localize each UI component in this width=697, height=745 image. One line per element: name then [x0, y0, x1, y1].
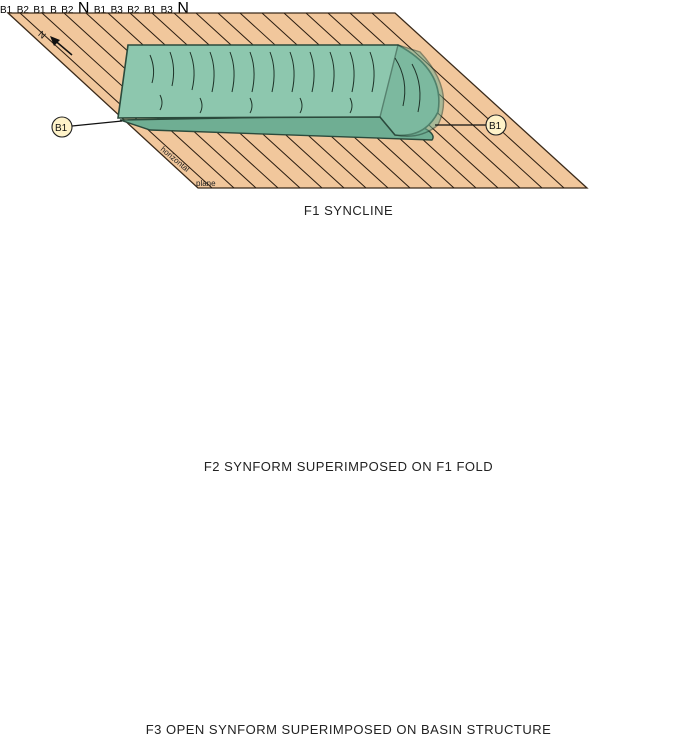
- marker-b1-left: B1: [52, 117, 72, 137]
- caption-f2-synform: F2 SYNFORM SUPERIMPOSED ON F1 FOLD: [0, 459, 697, 474]
- syncline-fold: [118, 45, 444, 140]
- marker-b1-right: B1: [486, 115, 506, 135]
- svg-text:B1: B1: [489, 121, 502, 132]
- panel-1-f1-syncline: B1 B1 N horizontal plane: [8, 13, 587, 188]
- plane-label: plane: [196, 179, 216, 188]
- caption-f1-syncline: F1 SYNCLINE: [0, 203, 697, 218]
- caption-f3-open-synform: F3 OPEN SYNFORM SUPERIMPOSED ON BASIN ST…: [0, 722, 697, 737]
- svg-text:B1: B1: [55, 123, 68, 134]
